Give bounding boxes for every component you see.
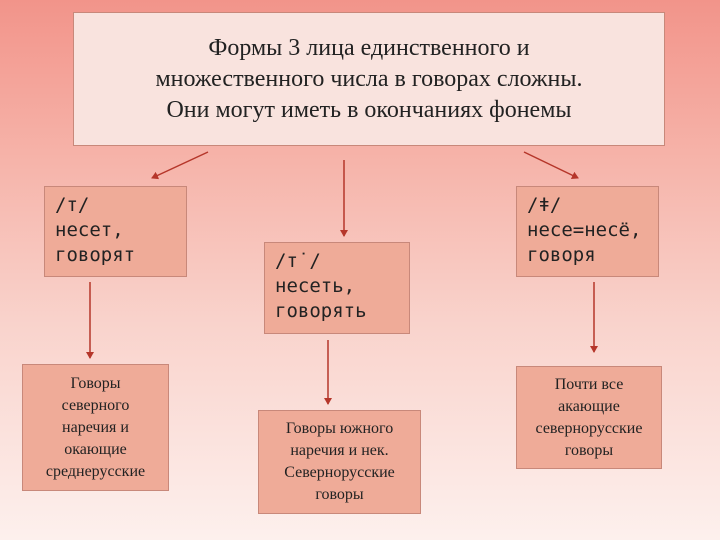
dialect-line: говоры [564,441,614,459]
dialect-line: говоры [315,486,364,503]
title-line-3: Они могут иметь в окончаниях фонемы [166,96,572,123]
title-line-1: Формы 3 лица единственного и [208,34,530,61]
phoneme-box-zero: /ǂ/ несе=несё, говоря [516,186,659,277]
title-line-2: множественного числа в говорах сложны. [155,65,583,92]
phoneme-box-t-soft: /т˙/ несеть, говорять [264,242,410,334]
arrow-title-to-t [151,151,209,180]
title-box: Формы 3 лица единственного и множественн… [73,12,665,146]
phoneme-example: несеть, [275,275,356,297]
phoneme-box-t: /т/ несет, говорят [44,186,187,277]
phoneme-example: говорят [55,244,136,266]
dialect-box-north: Говоры северного наречия и окающие средн… [22,364,169,491]
phoneme-label: /т˙/ [275,250,321,272]
dialect-line: Почти все [554,375,624,393]
dialect-line: окающие [64,440,127,458]
dialect-box-northern-russian: Почти все акающие севернорусские говоры [516,366,662,469]
dialect-line: севернорусские [535,419,643,437]
dialect-line: северного [61,396,130,414]
arrow-title-to-z [523,151,579,180]
dialect-line: наречия и нек. [290,442,389,459]
dialect-line: акающие [558,397,620,415]
dialect-line: Говоры южного [285,420,394,437]
phoneme-example: говоря [527,244,596,266]
phoneme-label: /т/ [55,194,90,216]
dialect-box-south: Говоры южного наречия и нек. Севернорусс… [258,410,421,514]
title-text: Формы 3 лица единственного и множественн… [155,33,582,126]
phoneme-example: несе=несё, [527,219,642,241]
dialect-line: наречия и [62,418,129,436]
dialect-line: Севернорусские [284,464,395,481]
phoneme-label: /ǂ/ [527,194,562,216]
phoneme-example: несет, [55,219,124,241]
dialect-line: среднерусские [45,462,146,480]
dialect-line: Говоры [70,374,121,392]
phoneme-example: говорять [275,300,367,322]
